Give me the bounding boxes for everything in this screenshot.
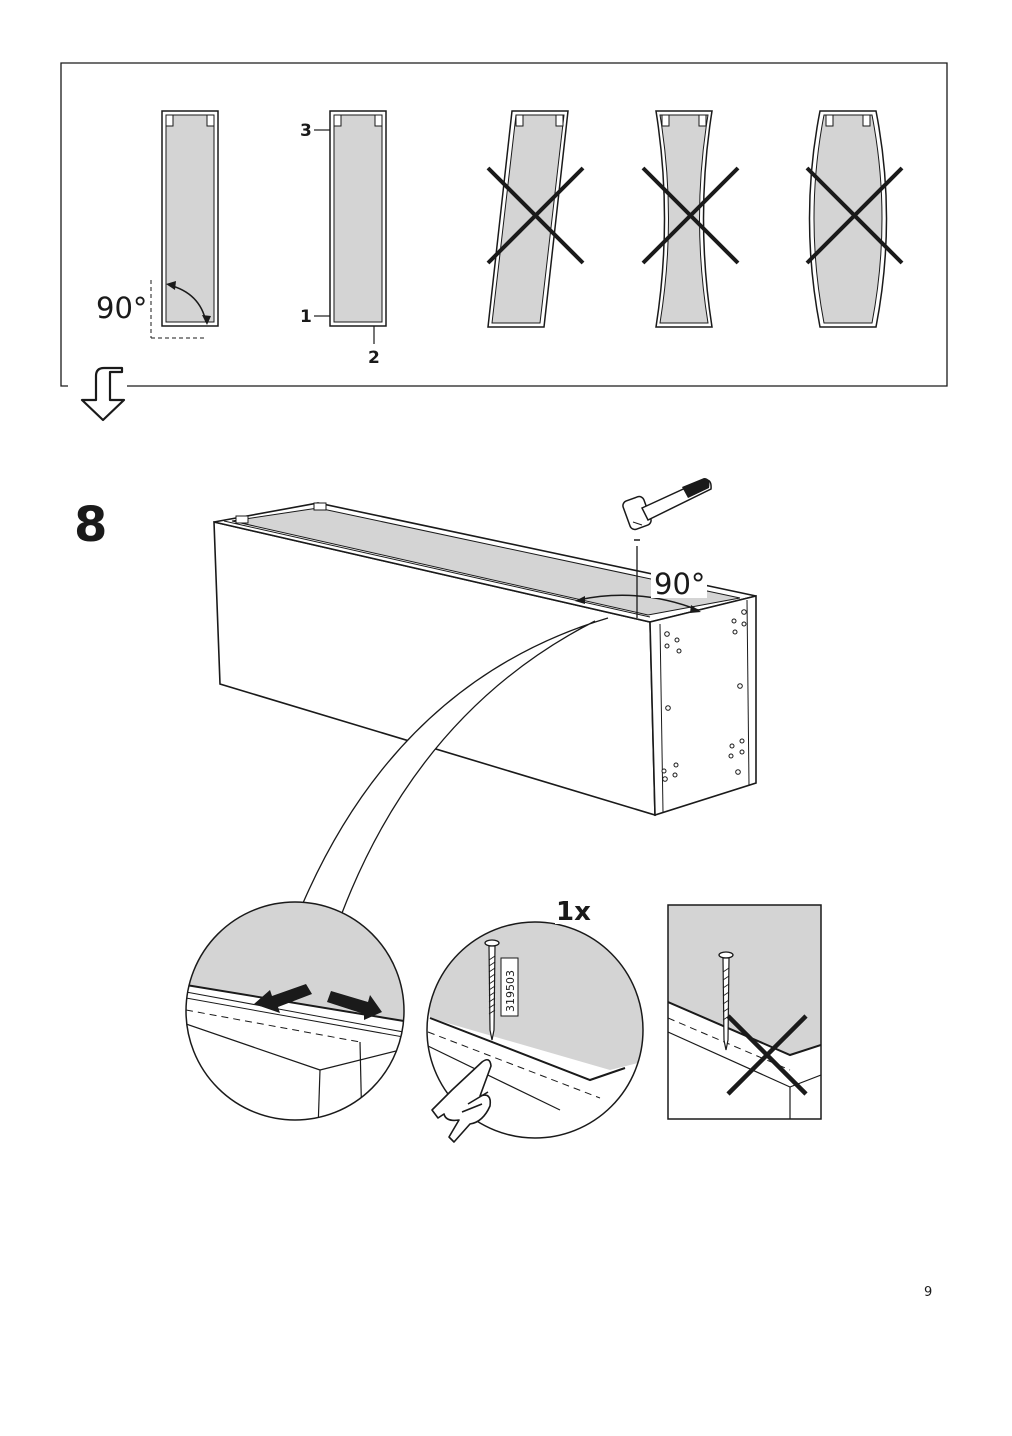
cabinet-illustration: 90° bbox=[213, 478, 757, 817]
left-arrow-icon bbox=[254, 984, 312, 1013]
pointing-hand-icon bbox=[431, 1058, 492, 1143]
detail-align-circle bbox=[185, 901, 405, 1121]
cross-mark-icon bbox=[641, 166, 740, 265]
quantity-label: 1x bbox=[556, 897, 591, 927]
incorrect-skewed-board bbox=[486, 110, 585, 328]
top-info-panel: 90° 3 1 2 bbox=[60, 62, 948, 387]
hammer-icon bbox=[622, 478, 712, 531]
callout-3: 3 bbox=[300, 121, 312, 141]
page-number: 9 bbox=[924, 1285, 933, 1300]
cross-mark-icon bbox=[726, 1014, 808, 1096]
callout-1: 1 bbox=[300, 307, 312, 327]
detail-nail-circle: 1x 319503 bbox=[426, 896, 644, 1143]
angle-label: 90° bbox=[96, 291, 147, 325]
incorrect-concave-board bbox=[641, 110, 740, 328]
nail-part-number: 319503 bbox=[504, 970, 517, 1012]
nail-icon bbox=[484, 939, 500, 1041]
incorrect-convex-board bbox=[805, 110, 904, 328]
cross-mark-icon bbox=[805, 166, 904, 265]
right-arrow-icon bbox=[327, 991, 382, 1020]
step-number: 8 bbox=[74, 497, 107, 553]
cabinet-angle-label: 90° bbox=[654, 567, 705, 601]
cross-mark-icon bbox=[486, 166, 585, 265]
correct-square-board: 90° bbox=[96, 110, 219, 339]
continue-down-arrow-icon bbox=[80, 366, 126, 422]
detail-wrong-nail-box bbox=[667, 904, 822, 1120]
angle-arrow-icon bbox=[577, 594, 699, 611]
callout-2: 2 bbox=[368, 348, 380, 368]
callout-board: 3 1 2 bbox=[300, 110, 387, 368]
